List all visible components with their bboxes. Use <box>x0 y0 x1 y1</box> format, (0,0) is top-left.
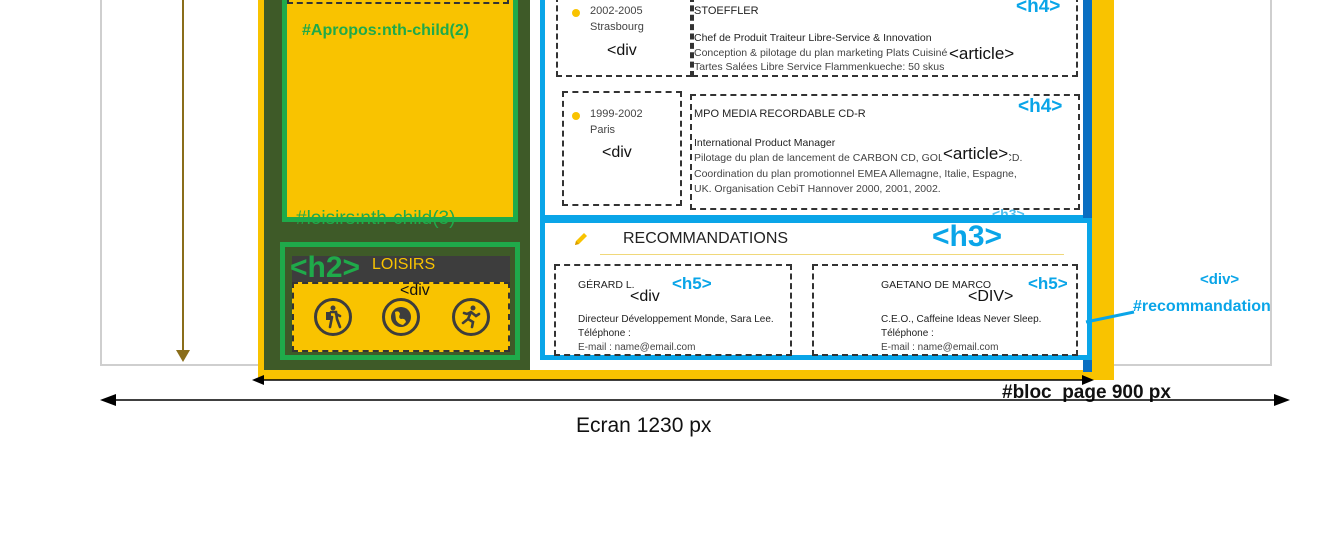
exp1-dates: 2002-2005 <box>590 5 643 17</box>
pencil-icon <box>572 230 590 253</box>
exp1-line2: Tartes Salées Libre Service Flammenkuech… <box>694 61 945 73</box>
experience-article-1 <box>692 0 1078 77</box>
h2-tag: <h2> <box>290 251 361 284</box>
screen-width-label: Ecran 1230 px <box>576 414 712 437</box>
loisirs-title: LOISIRS <box>372 256 436 273</box>
exp1-article-tag: <article> <box>948 44 1016 64</box>
bloc-page-label: #bloc_page 900 px <box>1002 382 1171 403</box>
globe-icon <box>382 298 420 336</box>
reco1-h5-tag: <h5> <box>672 274 712 293</box>
exp2-article-tag: <article> <box>942 144 1010 164</box>
bullet-dot <box>572 112 580 120</box>
reco1-email: E-mail : name@email.com <box>578 342 696 353</box>
experience-article-2 <box>690 94 1080 210</box>
recommandation-id-label: #recommandation <box>1133 298 1271 315</box>
reco1-name: GÉRARD L. <box>578 279 635 291</box>
exp2-line2: Coordination du plan promotionnel EMEA A… <box>694 168 1017 180</box>
h3-small-tag: <h3> <box>992 206 1025 222</box>
vertical-arrow-line <box>182 0 184 354</box>
apropos-label: #Apropos:nth-child(2) <box>302 22 470 39</box>
recommandations-section <box>540 218 1092 360</box>
reco2-div-tag: <DIV> <box>968 288 1014 305</box>
reco2-h5-tag: <h5> <box>1028 274 1068 293</box>
pointer-line <box>1085 310 1135 324</box>
exp1-h4-tag: <h4> <box>1016 0 1061 17</box>
recommandation-div-1 <box>554 264 792 356</box>
exp2-div-tag: <div <box>602 144 632 161</box>
exp1-company: STOEFFLER <box>694 5 759 17</box>
reco2-role: C.E.O., Caffeine Ideas Never Sleep. <box>881 314 1042 325</box>
loisirs-title-bar <box>292 256 510 282</box>
screen-width-arrow <box>100 394 1290 406</box>
reco2-name: GAETANO DE MARCO <box>881 279 992 291</box>
title-underline <box>600 254 1064 255</box>
exp2-h4-tag: <h4> <box>1018 96 1063 117</box>
hiking-icon <box>314 298 352 336</box>
exp1-place: Strasbourg <box>590 21 644 33</box>
apropos-inner-box <box>287 0 509 4</box>
experience-date-div-2 <box>562 91 682 206</box>
bullet-dot <box>572 9 580 17</box>
exp2-role: International Product Manager <box>694 137 836 149</box>
reco1-role: Directeur Développement Monde, Sara Lee. <box>578 314 774 325</box>
loisirs-selector-label: #loisirs:nth-child(3) <box>296 208 456 229</box>
exp2-line3: UK. Organisation CebiT Hannover 2000, 20… <box>694 183 941 195</box>
exp2-dates: 1999-2002 <box>590 108 643 120</box>
reco1-div-tag: <div <box>630 288 660 305</box>
reco1-phone: Téléphone : <box>578 328 631 339</box>
exp2-place: Paris <box>590 124 616 136</box>
exp1-line1: Conception & pilotage du plan marketing … <box>694 47 1002 59</box>
recommandation-div-2 <box>812 264 1078 356</box>
running-icon <box>452 298 490 336</box>
recommandations-title: RECOMMANDATIONS <box>623 230 789 247</box>
reco2-phone: Téléphone : <box>881 328 934 339</box>
div-annotation-tag: <div> <box>1200 271 1240 288</box>
exp1-div-tag: <div <box>607 42 637 59</box>
exp2-line1: Pilotage du plan de lancement de CARBON … <box>694 152 1023 164</box>
vertical-arrow-head <box>176 350 190 362</box>
experience-date-div-1 <box>556 0 692 77</box>
apropos-section <box>282 0 518 222</box>
loisirs-div-tag: <div <box>400 282 430 299</box>
blue-right-border <box>1083 0 1092 372</box>
exp1-role: Chef de Produit Traiteur Libre-Service &… <box>694 32 932 44</box>
h3-big-tag: <h3> <box>932 220 1003 253</box>
reco2-email: E-mail : name@email.com <box>881 342 999 353</box>
bloc-page-arrow <box>252 375 1094 385</box>
exp2-company: MPO MEDIA RECORDABLE CD-R <box>694 108 866 120</box>
